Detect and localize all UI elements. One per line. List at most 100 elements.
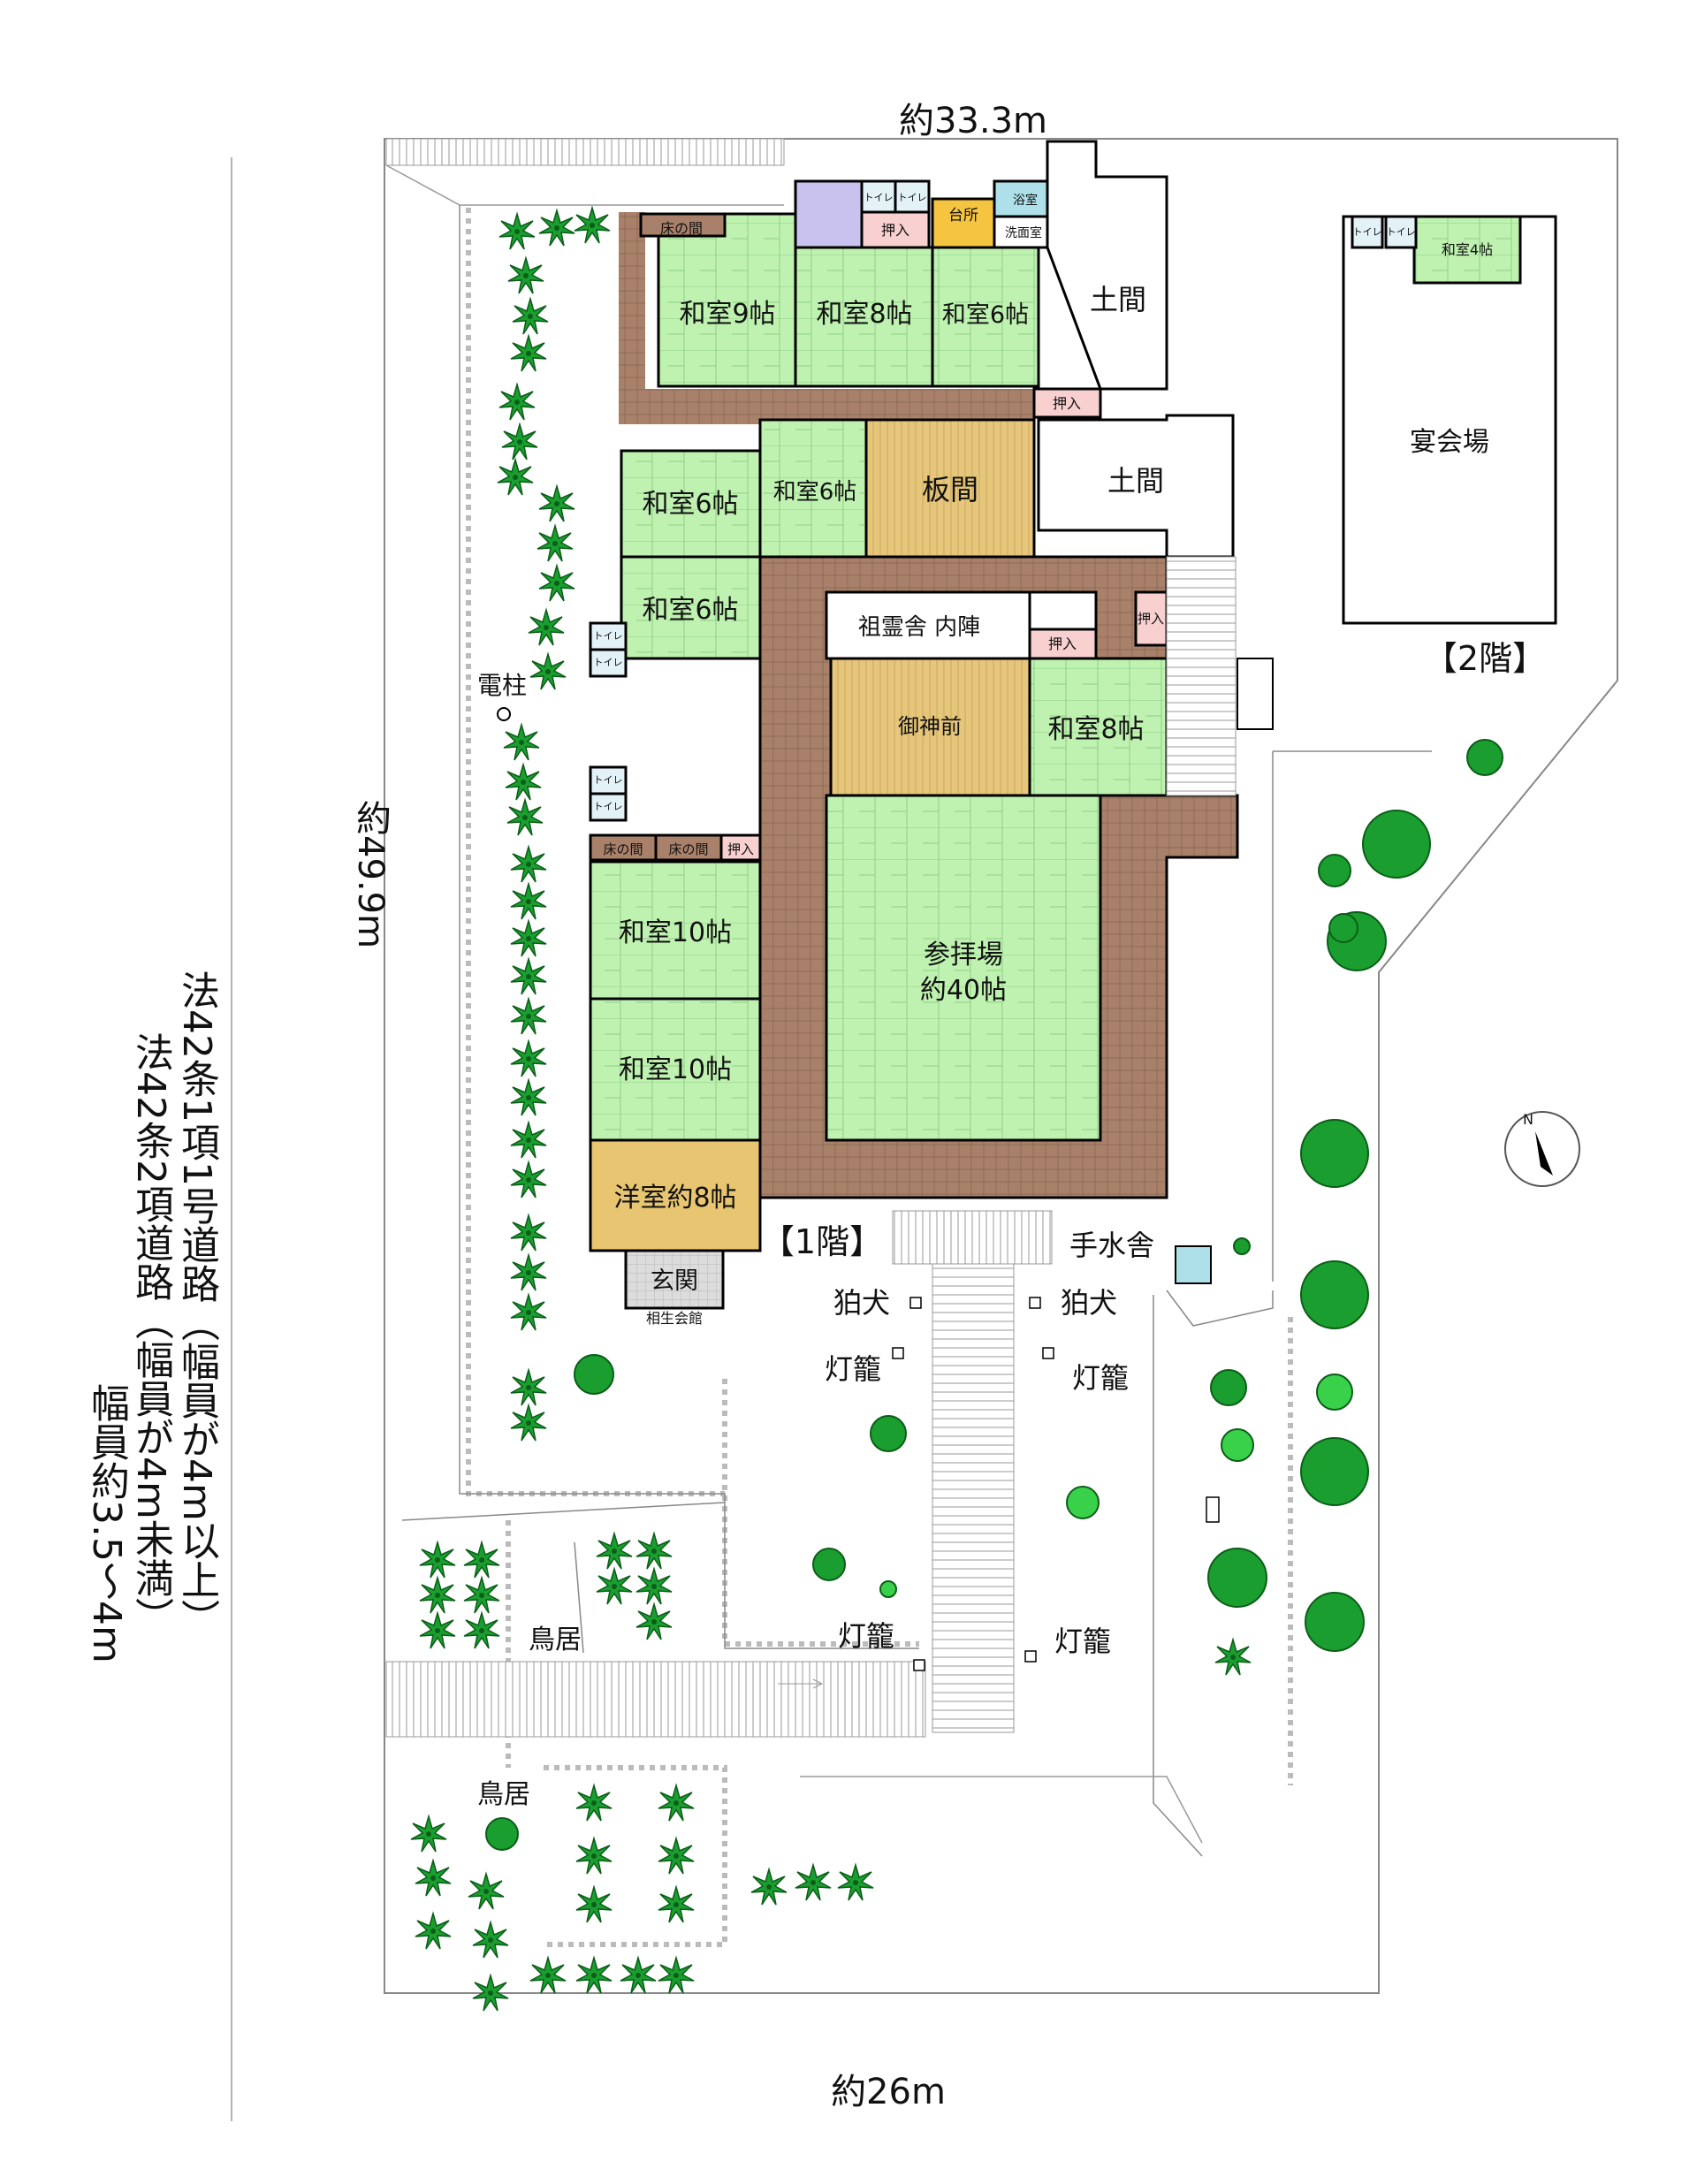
room-enkaijo — [1342, 215, 1557, 625]
label-toilet-1: トイレ — [864, 192, 894, 203]
label-oshiire-4: 押入 — [1138, 611, 1164, 627]
path-outlines — [401, 205, 1432, 1857]
label-kaikan: 相生会館 — [646, 1310, 703, 1327]
label-washitsu6b: 和室6帖 — [773, 479, 857, 506]
label-toilet-2: トイレ — [898, 192, 927, 203]
compass-icon: N — [1504, 1111, 1580, 1187]
road-note-3: 幅員約3.5～4m — [84, 1383, 129, 1663]
storage-purple — [794, 179, 864, 249]
toilet-2 — [894, 179, 931, 214]
oshiire-5 — [719, 833, 762, 862]
toilet-6 — [589, 648, 628, 678]
main-building — [589, 140, 1239, 1310]
lantern-markers — [892, 1297, 1220, 1671]
north-stair-strip — [385, 138, 785, 166]
label-toro-3: 灯籠 — [838, 1619, 894, 1653]
label-torii-2: 鳥居 — [477, 1779, 530, 1810]
east-stairs — [1166, 556, 1237, 796]
room-washitsu8b — [1028, 657, 1168, 797]
label-chozusha: 手水舎 — [1069, 1229, 1154, 1262]
label-washitsu8b: 和室8帖 — [1047, 714, 1144, 745]
power-pole — [497, 707, 511, 721]
label-1f: 【1階】 — [761, 1222, 883, 1261]
second-floor-building — [1342, 215, 1557, 625]
label-doma1: 土間 — [1090, 283, 1146, 316]
road-note-1: 法42条1項1号道路（幅員が4m以上） — [174, 970, 219, 1638]
shrub — [1233, 1237, 1251, 1255]
round-trees — [485, 739, 1503, 1851]
label-toilet-7: トイレ — [1353, 226, 1382, 238]
dimension-left: 約49.9m — [350, 800, 391, 949]
room-washitsu10a — [589, 860, 762, 1001]
dimension-bottom: 約26m — [831, 2072, 946, 2112]
oshiire-3 — [1028, 628, 1098, 660]
label-sorei: 祖霊舎 内陣 — [858, 614, 980, 641]
label-tokonoma-3: 床の間 — [668, 841, 708, 857]
label-washitsu8a: 和室8帖 — [816, 299, 912, 330]
genkan — [624, 1249, 725, 1310]
room-itama — [864, 418, 1036, 559]
doma-upper — [1046, 140, 1168, 391]
label-washitsu6c: 和室6帖 — [642, 489, 738, 520]
room-washitsu6c — [620, 449, 762, 559]
label-oshiire-5: 押入 — [727, 841, 754, 857]
label-toro-4: 灯籠 — [1054, 1625, 1111, 1658]
toilet-5 — [589, 621, 628, 651]
label-toilet-8: トイレ — [1387, 226, 1416, 238]
approach-stairs — [932, 1263, 1015, 1733]
oshiire-2 — [1032, 387, 1102, 419]
label-toro-2: 灯籠 — [1072, 1361, 1129, 1395]
room-washitsu10b — [589, 997, 762, 1142]
label-toro-1: 灯籠 — [825, 1352, 881, 1386]
toilet-8 — [1384, 215, 1418, 249]
label-oshiire-2: 押入 — [1053, 395, 1081, 412]
label-komainu-right: 狛犬 — [1061, 1286, 1117, 1320]
label-washitsu4: 和室4帖 — [1442, 241, 1493, 258]
label-washitsu6d: 和室6帖 — [642, 595, 738, 626]
label-denchu: 電柱 — [477, 671, 527, 700]
label-sanpaijo-size: 約40帖 — [920, 975, 1007, 1006]
label-doma2: 土間 — [1107, 464, 1164, 498]
label-washitsu10b: 和室10帖 — [619, 1054, 732, 1085]
label-tokonoma-1: 床の間 — [660, 220, 703, 237]
tokonoma-3 — [654, 833, 723, 862]
label-oshiire-1: 押入 — [881, 222, 909, 239]
label-komainu-left: 狛犬 — [833, 1286, 890, 1320]
label-toilet-6: トイレ — [594, 657, 623, 668]
road-note-2: 法42条2項道路（幅員が4m未満） — [128, 1032, 173, 1636]
tokonoma-2 — [589, 833, 658, 862]
label-tokonoma-2: 床の間 — [603, 841, 643, 857]
toilet-7 — [1351, 215, 1384, 249]
label-goshinzen: 御神前 — [898, 714, 962, 739]
room-youshitsu — [589, 1138, 762, 1252]
front-steps — [892, 1210, 1053, 1265]
label-washitsu6a: 和室6帖 — [942, 301, 1029, 329]
bathroom — [993, 179, 1049, 218]
site-boundary — [384, 138, 1618, 1994]
sanpaijo-hall — [825, 794, 1102, 1142]
oshiire-1 — [860, 210, 931, 249]
compass-label: N — [1523, 1111, 1533, 1128]
label-kitchen: 台所 — [948, 207, 978, 224]
label-enkaijo: 宴会場 — [1410, 427, 1489, 458]
label-2f: 【2階】 — [1424, 639, 1546, 678]
label-toilet-5: トイレ — [594, 630, 623, 642]
tokonoma-1 — [639, 212, 727, 238]
toilet-3 — [589, 765, 628, 795]
label-washroom: 洗面室 — [1005, 225, 1042, 240]
label-youshitsu: 洋室約8帖 — [613, 1183, 736, 1214]
label-washitsu9: 和室9帖 — [679, 299, 775, 330]
label-torii-1: 鳥居 — [529, 1625, 582, 1655]
stairs-lower — [385, 1661, 926, 1738]
label-itama: 板間 — [922, 473, 978, 506]
room-goshinzen — [829, 657, 1031, 797]
label-toilet-4: トイレ — [594, 801, 623, 812]
room-washitsu6d — [620, 555, 762, 660]
label-washitsu10a: 和室10帖 — [619, 917, 732, 948]
label-bathroom: 浴室 — [1013, 193, 1038, 208]
label-sanpaijo: 参拝場 — [924, 940, 1003, 970]
label-oshiire-3: 押入 — [1048, 635, 1077, 652]
label-toilet-3: トイレ — [594, 774, 623, 786]
toilet-4 — [589, 792, 628, 822]
